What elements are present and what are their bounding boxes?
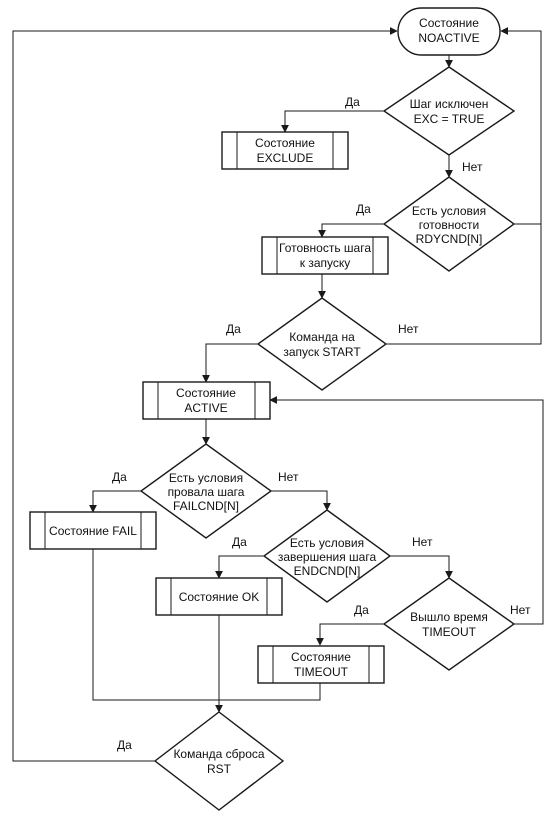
label-rst-yes: Да (117, 738, 132, 752)
state-ready-line-2: к запуску (300, 256, 351, 270)
label-timeout-yes: Да (354, 603, 369, 617)
connector-timeout-yes-to-timeout-state (316, 623, 384, 646)
connector-failcnd-no-to-endcnd (271, 490, 331, 511)
decision-rdycnd-line-2: готовности (419, 218, 479, 232)
decision-timeout-line-2: TIMEOUT (422, 625, 477, 639)
decision-endcnd: Есть условия завершения шага ENDCND[N] (262, 509, 392, 603)
label-rdycnd-yes: Да (356, 202, 371, 216)
decision-rst-line-2: RST (207, 762, 232, 776)
label-failcnd-yes: Да (112, 470, 127, 484)
state-ready-line-1: Готовность шага (279, 241, 371, 255)
decision-endcnd-line-1: Есть условия (290, 536, 364, 550)
decision-rdycnd: Есть условия готовности RDYCND[N] (382, 176, 516, 272)
connector-timeout-no-loop (269, 396, 544, 625)
state-ok-line-1: Состояние OK (179, 590, 260, 604)
state-exclude: Состояние EXCLUDE (221, 131, 349, 170)
decision-failcnd: Есть условия провала шага FAILCND[N] (139, 443, 273, 539)
label-start-yes: Да (226, 322, 241, 336)
state-active: Состояние ACTIVE (142, 381, 271, 420)
connector-exc-yes-to-exclude (281, 110, 384, 133)
decision-rdycnd-line-1: Есть условия (412, 204, 486, 218)
decision-failcnd-line-1: Есть условия (169, 471, 243, 485)
label-endcnd-yes: Да (232, 535, 247, 549)
decision-endcnd-line-2: завершения шага (278, 550, 377, 564)
label-exc-yes: Да (345, 95, 360, 109)
state-active-line-2: ACTIVE (184, 401, 227, 415)
state-fail: Состояние FAIL (29, 511, 157, 550)
decision-rdycnd-line-3: RDYCND[N] (416, 232, 483, 246)
label-start-no: Нет (398, 322, 419, 336)
decision-timeout: Вышло время TIMEOUT (382, 577, 516, 671)
label-timeout-no: Нет (510, 603, 531, 617)
branch-labels: Да Нет Да Да Нет Да Нет Да Нет Да Нет Да (112, 95, 531, 752)
connector-rdycnd-no-loop (500, 27, 542, 225)
state-active-line-1: Состояние (176, 386, 236, 400)
state-ready: Готовность шага к запуску (261, 236, 389, 275)
decision-start-line-2: запуск START (283, 345, 361, 359)
connector-fail-to-rst (92, 549, 219, 701)
decision-exc-line-1: Шаг исключен (410, 97, 489, 111)
decision-exc-line-2: EXC = TRUE (414, 112, 485, 126)
decision-endcnd-line-3: ENDCND[N] (294, 564, 361, 578)
decision-rst-line-1: Команда сброса (173, 747, 264, 761)
decision-failcnd-line-3: FAILCND[N] (173, 499, 239, 513)
decision-rst: Команда сброса RST (153, 711, 285, 811)
connector-endcnd-no-to-timeout-check (390, 555, 453, 579)
connector-start-no-loop (386, 224, 542, 345)
label-exc-no: Нет (462, 160, 483, 174)
decision-start: Команда на запуск START (256, 297, 388, 391)
connector-start-yes-to-active (202, 343, 258, 383)
label-failcnd-no: Нет (278, 470, 299, 484)
connector-rst-yes-loop (12, 27, 398, 762)
decision-timeout-line-1: Вышло время (410, 610, 488, 624)
state-timeout-line-2: TIMEOUT (294, 665, 349, 679)
state-exclude-line-1: Состояние (255, 136, 315, 150)
state-timeout-line-1: Состояние (291, 650, 351, 664)
decision-start-line-1: Команда на (289, 330, 355, 344)
label-endcnd-no: Нет (412, 535, 433, 549)
terminal-noactive-line-1: Состояние (419, 16, 479, 30)
terminal-noactive-line-2: NOACTIVE (418, 31, 479, 45)
connector-rdycnd-yes-to-ready (318, 223, 384, 238)
terminal-noactive: Состояние NOACTIVE (397, 7, 501, 56)
state-timeout: Состояние TIMEOUT (257, 645, 385, 684)
decision-failcnd-line-2: провала шага (168, 485, 245, 499)
connector-endcnd-yes-to-ok (215, 555, 264, 579)
connector-timeout-state-to-rst (219, 683, 321, 701)
state-fail-line-1: Состояние FAIL (49, 524, 137, 538)
connectors (12, 27, 544, 762)
connector-failcnd-yes-to-fail (89, 490, 141, 513)
state-ok: Состояние OK (155, 577, 283, 616)
decision-exc: Шаг исключен EXC = TRUE (382, 66, 516, 156)
state-exclude-line-2: EXCLUDE (257, 151, 314, 165)
